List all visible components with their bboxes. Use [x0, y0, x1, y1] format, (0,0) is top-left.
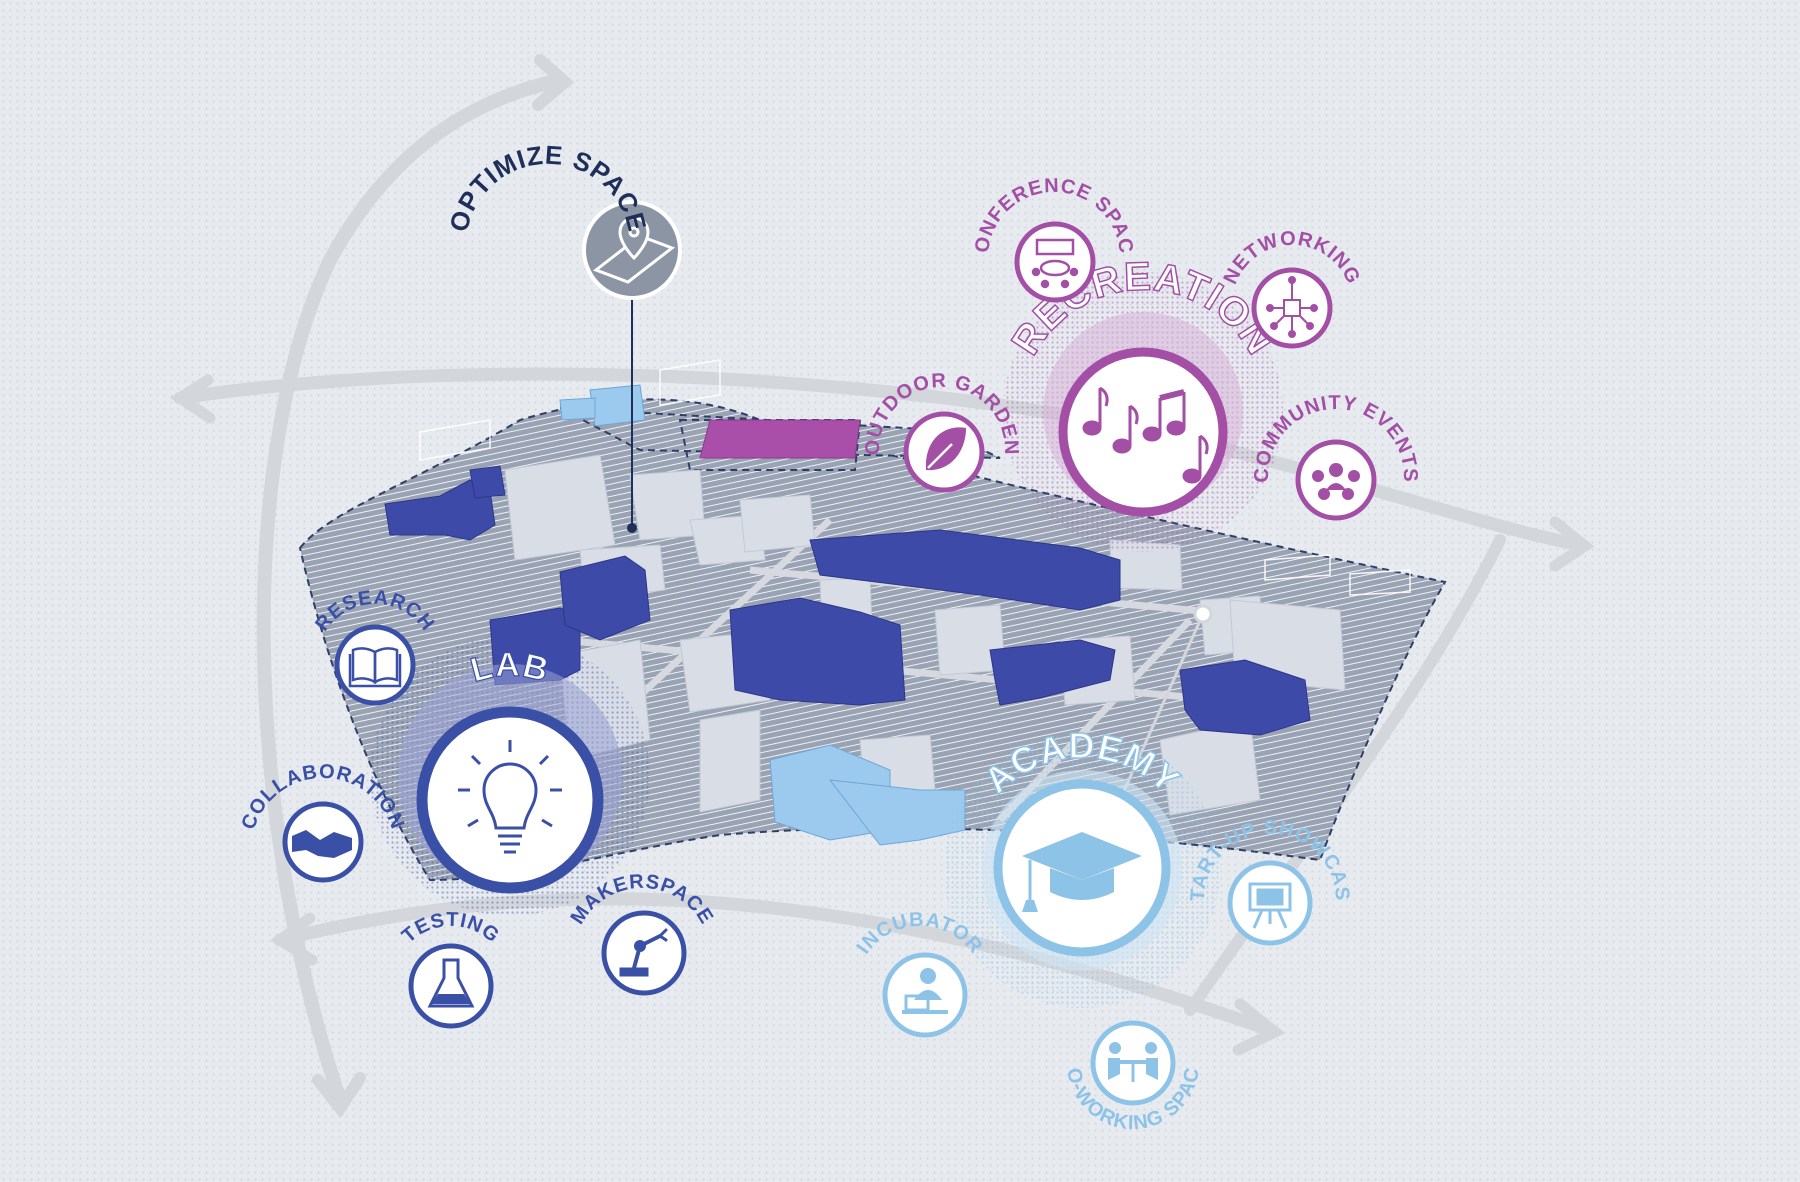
makerspace-circle: [601, 910, 687, 996]
recreation-buildings: [699, 419, 861, 459]
network-icon: [1266, 276, 1318, 338]
music-notes-icon: [1082, 386, 1209, 484]
robot-arm-icon: [619, 928, 668, 977]
flask-icon: [427, 958, 475, 1008]
academy-pin: [1193, 604, 1213, 624]
graduation-cap-icon: [1022, 832, 1142, 912]
community-events-circle: [1295, 439, 1377, 521]
coworking-icon: [1108, 1042, 1158, 1082]
conference-table-icon: [1031, 238, 1079, 289]
arrow-head-north: [532, 54, 575, 111]
arrow-east-road: [1184, 534, 1506, 1016]
lab-label: LAB: [467, 646, 553, 690]
map-pin-icon: [592, 216, 676, 284]
person-laptop-icon: [902, 968, 948, 1014]
testing-circle: [408, 943, 494, 1029]
arrow-head-south: [312, 1072, 366, 1119]
optimize-pin: [627, 523, 637, 533]
arrow-head-southwest: [270, 912, 318, 966]
people-group-icon: [1312, 463, 1360, 500]
lab-circle: [416, 706, 604, 894]
leaf-icon: [925, 427, 966, 471]
book-icon: [348, 647, 402, 688]
arrow-west-curve: [256, 73, 567, 1107]
ghost-buildings: [419, 359, 1411, 596]
arrow-east-west: [173, 367, 1587, 552]
arrow-head-west: [169, 374, 216, 424]
lightbulb-icon: [458, 740, 562, 854]
circulation-arrows: [169, 54, 1595, 1119]
arrow-head-southeast: [1232, 998, 1286, 1056]
optimize-space-label: OPTIMIZE SPACE: [443, 140, 652, 235]
handshake-icon: [292, 830, 352, 858]
arrow-head-east: [1549, 516, 1595, 572]
easel-icon: [1248, 882, 1292, 929]
conference-space-label: CONFERENCE SPACE: [0, 0, 1137, 255]
